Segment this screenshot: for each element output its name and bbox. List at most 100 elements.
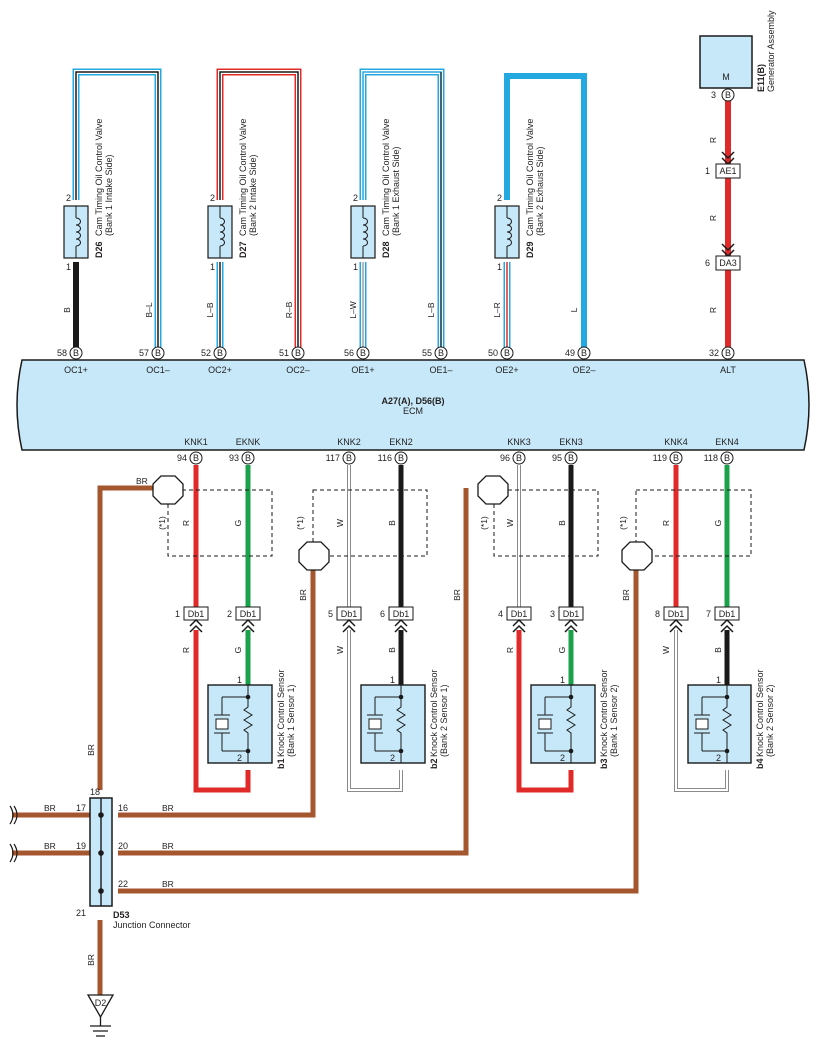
generator-inner-label: M <box>722 72 730 82</box>
db1-chevron-icon <box>564 618 578 633</box>
valve-d29-pin-top: 2 <box>497 193 502 203</box>
sensor-resistor-icon <box>396 697 406 751</box>
wire-code-alt-2: R <box>708 215 718 221</box>
generator-pin: 3 <box>711 90 716 100</box>
ecm-bottom-pin-6 <box>669 451 683 465</box>
ecm-top-pin-0 <box>69 346 83 360</box>
shield-b2-octagon-icon <box>298 541 330 571</box>
ecm-top-pin-name: OC1– <box>146 365 170 375</box>
wires <box>12 68 731 995</box>
sensor-piezo-icon <box>695 718 709 730</box>
valve-d27-pin-top: 2 <box>210 193 215 203</box>
valve-d28-coil-icon <box>362 206 368 258</box>
wire-knk1 <box>193 465 251 793</box>
ecm-bottom-pin-name: KNK4 <box>664 437 688 447</box>
sensor-node <box>568 694 574 700</box>
sensor-circuit <box>701 685 728 763</box>
sensor-circuit <box>374 685 402 763</box>
lower-wire-codes: R G W B W B R G R G W B R G W B <box>181 519 723 654</box>
sensor-id: b3 <box>599 758 609 769</box>
valve-d28-pin-top: 2 <box>353 193 358 203</box>
ecm-top-pin-conn: B <box>581 348 587 358</box>
shields: (*1) BR (*1) BR (*1) BR (*1) BR <box>136 475 752 601</box>
sensor-circuit <box>221 685 249 763</box>
ecm-bottom-pin-7 <box>720 451 734 465</box>
db1-chevron-icon <box>241 618 255 633</box>
valve-d29-pin-bot: 1 <box>497 262 502 272</box>
db1-label: Db1 <box>341 609 358 619</box>
ecm-bottom-pin-conn: B <box>398 453 404 463</box>
ecm-top-pins: B58OC1+B57OC1–B52OC2+B51OC2–B56OE1+B55OE… <box>57 346 736 375</box>
sensor-pin-top: 1 <box>560 675 565 685</box>
db1-label: Db1 <box>240 609 257 619</box>
sensor-pin-bot: 2 <box>390 753 395 763</box>
ground-triangle-icon <box>86 994 115 1019</box>
junction-node <box>98 888 104 894</box>
sensor-id: b2 <box>429 758 439 769</box>
ecm-bottom-pin-num: 118 <box>704 453 718 463</box>
sensor-pin-bot: 2 <box>716 753 721 763</box>
wc-br-16: BR <box>162 803 174 813</box>
jc-pin-22: 22 <box>118 879 128 889</box>
wc-ekn1-a: G <box>233 520 243 527</box>
db1-pin: 1 <box>175 609 180 619</box>
wc-d27-rb: R–B <box>284 301 294 318</box>
sensor-resistor-icon <box>722 697 732 751</box>
ecm-top-pin-1 <box>151 346 165 360</box>
wc-knk3-b: R <box>505 647 515 653</box>
wc-d26-bl: B–L <box>144 302 154 317</box>
ecm-bottom-pin-name: KNK3 <box>507 437 531 447</box>
shield-b3-wirecode: BR <box>452 589 462 601</box>
shield-b4-note: (*1) <box>618 516 628 530</box>
sensor-node <box>245 694 251 700</box>
ecm-top-pin-num: 58 <box>57 348 67 358</box>
db1-chevron-icon <box>720 618 734 633</box>
wc-knk3-a: W <box>505 519 515 527</box>
valve-d28-pin-bot: 1 <box>353 262 358 272</box>
ecm-bottom-pin-num: 94 <box>177 453 187 463</box>
ecm-top-pin-conn: B <box>438 348 444 358</box>
sensor-pin-bot: 2 <box>237 753 242 763</box>
jc-pin-16: 16 <box>118 803 128 813</box>
wc-ekn4-a: G <box>713 520 723 527</box>
wc-knk4-a: R <box>661 520 671 526</box>
sensor-id: b4 <box>755 758 765 769</box>
sensor-id: b1 <box>276 758 286 769</box>
wc-ekn4-b: B <box>713 647 723 653</box>
wc-knk1-b: R <box>181 647 191 653</box>
wire-d29-loop <box>503 73 587 350</box>
ground-earth-icon <box>90 1017 111 1037</box>
db1-label: Db1 <box>719 609 736 619</box>
ecm-top-pin-8 <box>721 346 735 360</box>
db1-pin: 4 <box>498 609 503 619</box>
junction-nodes <box>98 812 104 894</box>
valve-d26-coil-icon <box>75 206 81 258</box>
ecm-bottom-pin-conn: B <box>193 453 199 463</box>
ecm-bottom-pin-num: 119 <box>653 453 667 463</box>
sensor-resistor-icon <box>243 697 253 751</box>
generator-box <box>699 35 753 89</box>
valve-d26-side: (Bank 1 Intake Side) <box>104 154 114 236</box>
valve-d28-side: (Bank 1 Exhaust Side) <box>391 146 401 236</box>
ecm-top-pin-num: 50 <box>488 348 498 358</box>
wire-knk2 <box>347 465 403 792</box>
ecm-top-pin-name: OC1+ <box>64 365 88 375</box>
wc-br-17: BR <box>44 803 56 813</box>
sensor-pin-top: 1 <box>237 675 242 685</box>
shield-b1: (*1) BR <box>136 475 273 557</box>
break-mark-icon <box>9 805 18 863</box>
sensor-node <box>245 748 251 754</box>
sensor-sub: (Bank 2 Sensor 2) <box>765 684 775 757</box>
db1-label: Db1 <box>668 609 685 619</box>
ecm-bottom-pin-num: 117 <box>326 453 340 463</box>
ecm-bottom-pin-conn: B <box>516 453 522 463</box>
wc-br-19: BR <box>44 841 56 851</box>
valve-d26-pin-top: 2 <box>66 193 71 203</box>
sensor-node <box>398 694 404 700</box>
shield-b1-dashed-box <box>167 489 273 557</box>
ecm-top-pin-num: 52 <box>201 348 211 358</box>
generator-conn-circle <box>721 88 735 102</box>
sensor-node <box>398 748 404 754</box>
